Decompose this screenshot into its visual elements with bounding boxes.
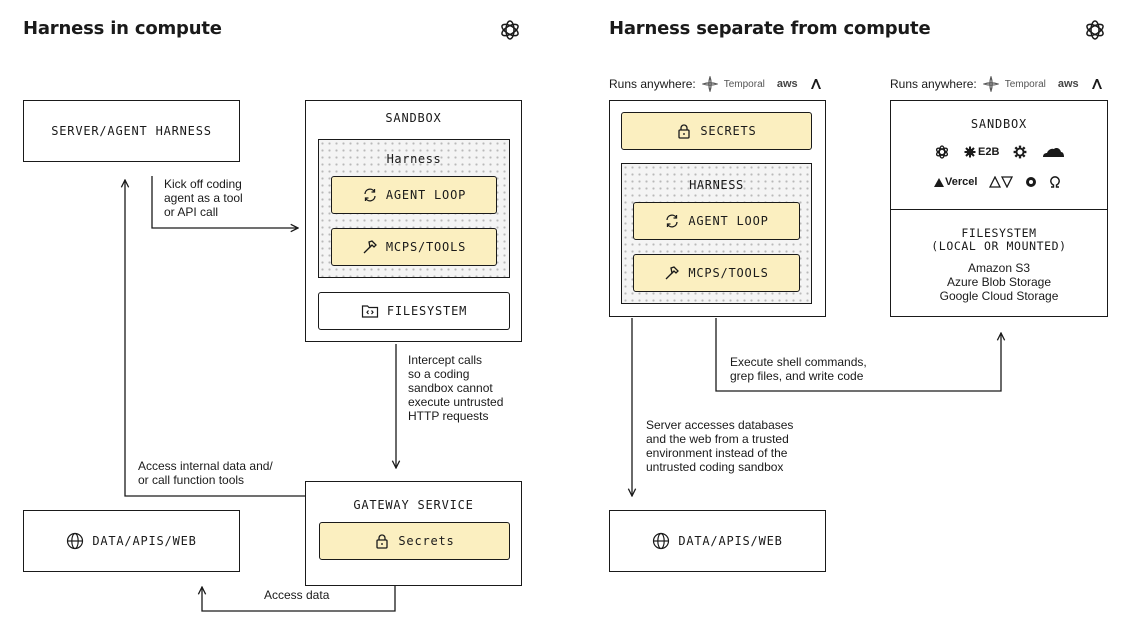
anthropic-icon	[810, 78, 822, 90]
globe-icon-right	[652, 532, 670, 550]
globe-icon	[66, 532, 84, 550]
daytona-icon	[1025, 176, 1037, 188]
right-agent-loop-box: AGENT LOOP	[633, 202, 800, 240]
storage-gcs: Google Cloud Storage	[939, 289, 1059, 303]
hammer-icon	[362, 239, 378, 255]
storage-s3: Amazon S3	[967, 261, 1031, 275]
right-agent-loop-label: AGENT LOOP	[688, 214, 769, 228]
vercel-logo: Vercel	[934, 176, 977, 188]
left-agent-loop-box: AGENT LOOP	[331, 176, 497, 214]
left-harness-label: Harness	[386, 152, 442, 166]
gear-icon	[964, 146, 976, 158]
note-intercept: Intercept calls so a coding sandbox cann…	[408, 353, 504, 423]
openai-small-icon	[934, 144, 950, 160]
temporal-icon-2	[982, 76, 999, 92]
aws-label: aws	[776, 78, 798, 90]
refresh-icon	[362, 187, 378, 203]
lock-icon-right	[676, 123, 692, 139]
runs-anywhere-row-left: Runs anywhere: Temporal aws	[609, 76, 822, 92]
left-filesystem-label: FILESYSTEM	[386, 304, 468, 318]
right-secrets-label: SECRETS	[700, 124, 757, 138]
right-secrets-box: SECRETS	[621, 112, 812, 150]
gateway-service-title: GATEWAY SERVICE	[353, 498, 474, 512]
refresh-icon-right	[664, 213, 680, 229]
server-agent-harness-label: SERVER/AGENT HARNESS	[51, 124, 212, 138]
sandbox-providers-row-2: Vercel	[934, 176, 1061, 188]
note-server-access: Server accesses databases and the web fr…	[646, 418, 794, 474]
modal-icon	[989, 176, 1014, 188]
runs-anywhere-row-right: Runs anywhere: Temporal aws	[890, 76, 1103, 92]
storage-azure: Azure Blob Storage	[946, 275, 1052, 289]
left-mcps-tools-box: MCPS/TOOLS	[331, 228, 497, 266]
temporal-label: Temporal	[723, 78, 765, 90]
left-secrets-label: Secrets	[398, 534, 455, 548]
storage-list: Amazon S3 Azure Blob Storage Google Clou…	[891, 261, 1107, 303]
arrow-kickoff	[151, 176, 298, 228]
openai-logo-icon	[497, 17, 523, 43]
filesystem-title: FILESYSTEM (LOCAL OR MOUNTED)	[931, 226, 1067, 253]
arrow-access-internal	[125, 180, 305, 497]
left-data-apis-web-label: DATA/APIS/WEB	[92, 534, 197, 548]
vercel-label: Vercel	[945, 176, 978, 188]
right-sandbox-box: SANDBOX FILESYSTEM (LOCAL OR MOUNTED) Am…	[890, 100, 1108, 317]
note-execute: Execute shell commands, grep files, and …	[730, 355, 867, 383]
runs-anywhere-label: Runs anywhere:	[609, 77, 696, 91]
triangle-icon	[934, 177, 944, 187]
server-agent-harness-box: SERVER/AGENT HARNESS	[23, 100, 240, 162]
left-data-apis-web-box: DATA/APIS/WEB	[23, 510, 240, 572]
right-title: Harness separate from compute	[609, 18, 931, 39]
aws-label-2: aws	[1057, 78, 1079, 90]
right-data-apis-web-box: DATA/APIS/WEB	[609, 510, 826, 572]
right-sandbox-title: SANDBOX	[970, 117, 1028, 131]
hammer-icon-right	[664, 265, 680, 281]
gear-provider-icon	[1013, 145, 1027, 159]
note-access-data: Access data	[264, 588, 330, 602]
note-access-internal: Access internal data and/ or call functi…	[138, 459, 273, 487]
sandbox-providers-row-1: E2B	[934, 144, 1065, 160]
right-harness-label: HARNESS	[689, 178, 744, 192]
sandbox-divider	[891, 209, 1107, 210]
note-kickoff: Kick off coding agent as a tool or API c…	[164, 177, 243, 219]
left-sandbox-title: SANDBOX	[385, 111, 442, 125]
runs-anywhere-label-2: Runs anywhere:	[890, 77, 977, 91]
left-secrets-box: Secrets	[319, 522, 510, 560]
cloudflare-icon	[1041, 146, 1065, 158]
lock-icon	[374, 533, 390, 549]
e2b-label: E2B	[978, 146, 1000, 158]
temporal-label-2: Temporal	[1004, 78, 1046, 90]
left-mcps-tools-label: MCPS/TOOLS	[385, 240, 467, 254]
arrow-access-data	[202, 586, 396, 612]
temporal-icon	[701, 76, 718, 92]
anthropic-icon-2	[1091, 78, 1103, 90]
left-title: Harness in compute	[23, 18, 222, 39]
left-agent-loop-label: AGENT LOOP	[385, 188, 467, 202]
left-filesystem-box: FILESYSTEM	[318, 292, 510, 330]
arrow-execute	[715, 318, 1001, 392]
omega-icon	[1049, 176, 1061, 188]
e2b-logo: E2B	[964, 146, 999, 158]
openai-logo-icon-right	[1082, 17, 1108, 43]
right-mcps-tools-box: MCPS/TOOLS	[633, 254, 800, 292]
code-folder-icon	[361, 303, 379, 319]
right-mcps-tools-label: MCPS/TOOLS	[688, 266, 769, 280]
right-data-apis-web-label: DATA/APIS/WEB	[678, 534, 783, 548]
